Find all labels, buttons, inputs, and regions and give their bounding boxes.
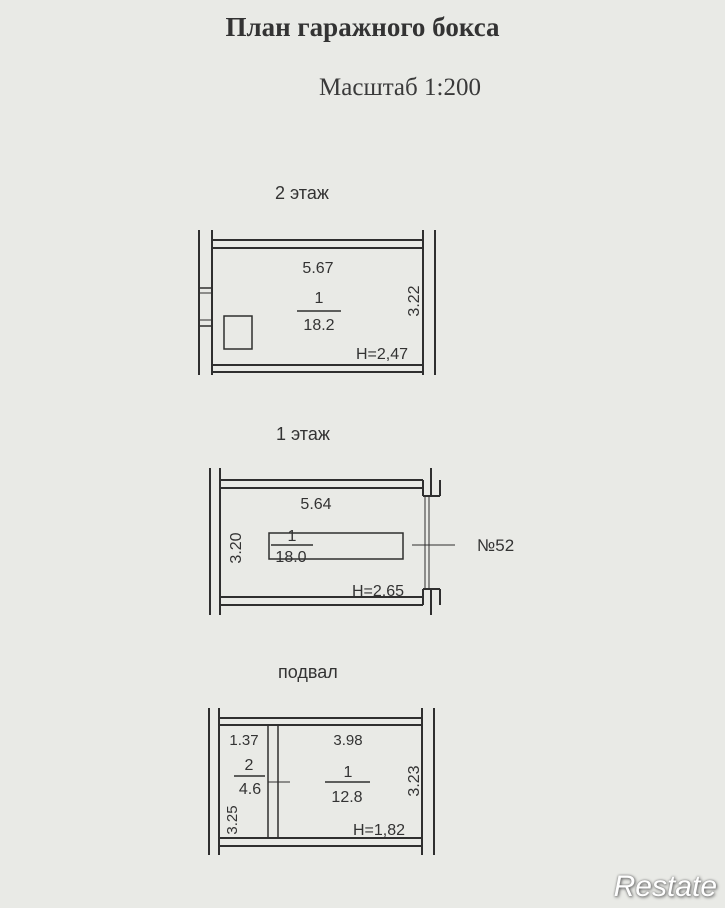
floor-title-second: 2 этаж [275, 183, 329, 203]
large-room-length: 3.98 [333, 732, 362, 749]
document-title: План гаражного бокса [225, 12, 500, 42]
dimension-width: 3.20 [228, 532, 245, 563]
small-room-area: 4.6 [239, 781, 261, 798]
floor-title-first: 1 этаж [276, 424, 330, 444]
box-number: №52 [477, 536, 514, 555]
room-number: 1 [315, 290, 324, 307]
ceiling-height: H=1,82 [353, 822, 405, 839]
plan-first-floor [209, 468, 455, 615]
room-area: 18.2 [303, 317, 334, 334]
inspection-pit [268, 532, 404, 560]
large-room-number: 1 [344, 764, 353, 781]
small-room-width: 3.25 [224, 805, 241, 834]
watermark-logo: Restate [613, 870, 717, 903]
large-room-area: 12.8 [331, 789, 362, 806]
floor-title-basement: подвал [278, 662, 338, 682]
hatch-square [223, 315, 253, 350]
small-room-number: 2 [245, 757, 254, 774]
dimension-length: 5.64 [300, 496, 331, 513]
large-room-width: 3.23 [406, 765, 423, 796]
plan-basement [208, 708, 435, 855]
dimension-width: 3.22 [406, 285, 423, 316]
ceiling-height: H=2,65 [352, 583, 404, 600]
room-number: 1 [288, 528, 297, 545]
plan-second-floor [198, 230, 436, 375]
small-room-length: 1.37 [229, 732, 258, 749]
document-scale: Масштаб 1:200 [319, 74, 481, 101]
dimension-length: 5.67 [302, 260, 333, 277]
room-area: 18.0 [275, 549, 306, 566]
ceiling-height: H=2,47 [356, 346, 408, 363]
